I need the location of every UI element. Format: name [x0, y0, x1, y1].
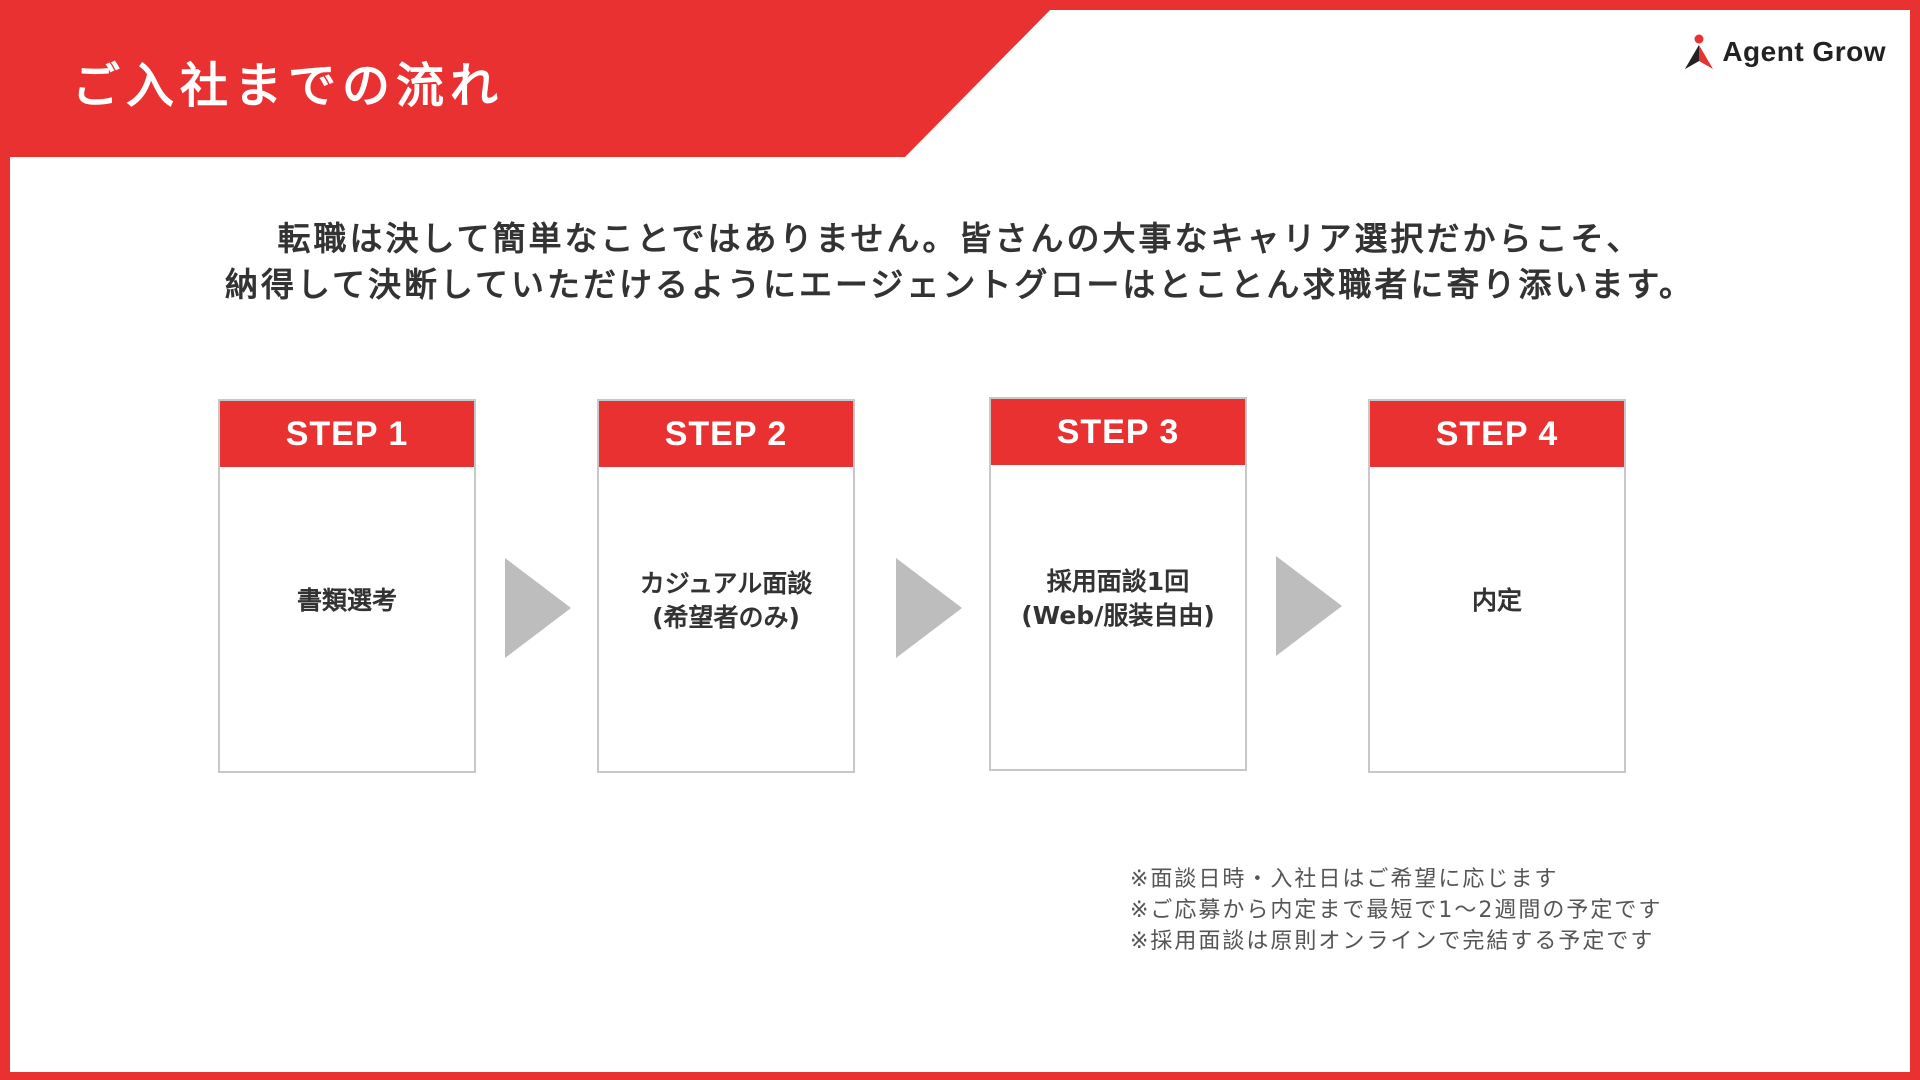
- note-item: ※ご応募から内定まで最短で1～2週間の予定です: [1130, 898, 1663, 923]
- notes: ※面談日時・入社日はご希望に応じます ※ご応募から内定まで最短で1～2週間の予定…: [1130, 864, 1662, 957]
- intro-line-2: 納得して決断していただけるようにエージェントグローはとことん求職者に寄り添います…: [224, 265, 1696, 304]
- note-item: ※採用面談は原則オンラインで完結する予定です: [1130, 929, 1655, 954]
- step-text: 内定: [1471, 586, 1522, 615]
- arrow-right-icon: [1276, 556, 1342, 656]
- step-label: STEP 4: [1370, 401, 1624, 467]
- header-band: [0, 0, 1060, 157]
- logo-text: Agent Grow: [1722, 36, 1886, 67]
- arrow-right-icon: [505, 558, 571, 658]
- intro-line-1: 転職は決して簡単なことではありません。皆さんの大事なキャリア選択だからこそ、: [277, 219, 1643, 258]
- brand-logo: Agent Grow: [1684, 34, 1886, 70]
- step-label: STEP 1: [220, 401, 474, 467]
- step-label: STEP 2: [599, 401, 853, 467]
- page-title: ご入社までの流れ: [72, 58, 505, 114]
- step-card-4: STEP 4 内定: [1368, 399, 1626, 773]
- step-card-2: STEP 2 カジュアル面談 (希望者のみ): [597, 399, 855, 773]
- arrow-right-icon: [896, 558, 962, 658]
- note-item: ※面談日時・入社日はご希望に応じます: [1130, 867, 1559, 892]
- step-card-1: STEP 1 書類選考: [218, 399, 476, 773]
- step-text: 書類選考: [296, 586, 397, 615]
- intro-text: 転職は決して簡単なことではありません。皆さんの大事なキャリア選択だからこそ、 納…: [0, 216, 1920, 308]
- step-label: STEP 3: [991, 399, 1245, 465]
- step-card-3: STEP 3 採用面談1回 (Web/服装自由): [989, 397, 1247, 771]
- step-text: カジュアル面談 (希望者のみ): [639, 569, 813, 632]
- person-arrow-icon: [1685, 34, 1714, 69]
- step-text: 採用面談1回 (Web/服装自由): [1021, 567, 1215, 630]
